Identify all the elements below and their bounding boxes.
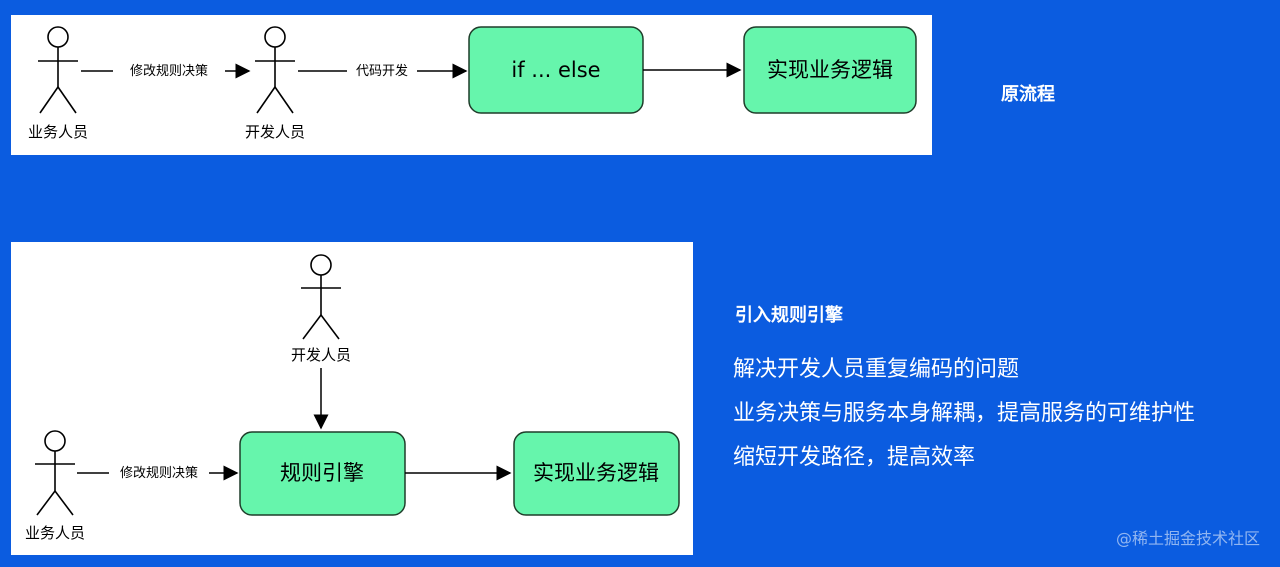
site-watermark: @稀土掘金技术社区 — [1115, 529, 1260, 548]
impl-box-label: 实现业务逻辑 — [533, 461, 659, 485]
developer-actor-icon — [301, 254, 341, 340]
developer-actor-label: 开发人员 — [245, 123, 305, 141]
developer-actor-icon — [255, 26, 295, 114]
benefit-item: 解决开发人员重复编码的问题 — [733, 357, 1020, 382]
benefit-item: 缩短开发路径，提高效率 — [733, 445, 976, 470]
impl-box-label: 实现业务逻辑 — [767, 58, 893, 82]
modify-rules-edge-label: 修改规则决策 — [130, 63, 208, 79]
modify-rules-edge-label: 修改规则决策 — [120, 465, 198, 481]
rule-engine-box-label: 规则引擎 — [280, 461, 364, 485]
benefits-list: 解决开发人员重复编码的问题 业务决策与服务本身解耦，提高服务的可维护性 缩短开发… — [733, 348, 1195, 480]
benefit-item: 业务决策与服务本身解耦，提高服务的可维护性 — [733, 401, 1196, 426]
business-actor-icon — [35, 430, 75, 516]
ifelse-box-label: if ... else — [511, 58, 600, 82]
business-actor-label: 业务人员 — [28, 123, 88, 141]
rule-engine-title: 引入规则引擎 — [735, 305, 843, 326]
developer-actor-label: 开发人员 — [291, 346, 351, 364]
business-actor-icon — [38, 26, 78, 114]
impl-box — [513, 431, 680, 516]
code-dev-edge-label: 代码开发 — [356, 63, 408, 79]
original-flow-diagram: 业务人员 修改规则决策 开发人员 代码开发 if ... else 实现业务逻辑 — [28, 26, 917, 141]
original-flow-title: 原流程 — [1001, 84, 1055, 105]
business-actor-label: 业务人员 — [25, 524, 85, 542]
original-flow-panel: 业务人员 修改规则决策 开发人员 代码开发 if ... else 实现业务逻辑 — [11, 15, 932, 155]
impl-box — [743, 26, 917, 114]
rule-engine-diagram: 开发人员 业务人员 修改规则决策 规则引擎 实现业务逻辑 — [25, 254, 680, 542]
rule-engine-panel: 开发人员 业务人员 修改规则决策 规则引擎 实现业务逻辑 — [11, 242, 693, 555]
